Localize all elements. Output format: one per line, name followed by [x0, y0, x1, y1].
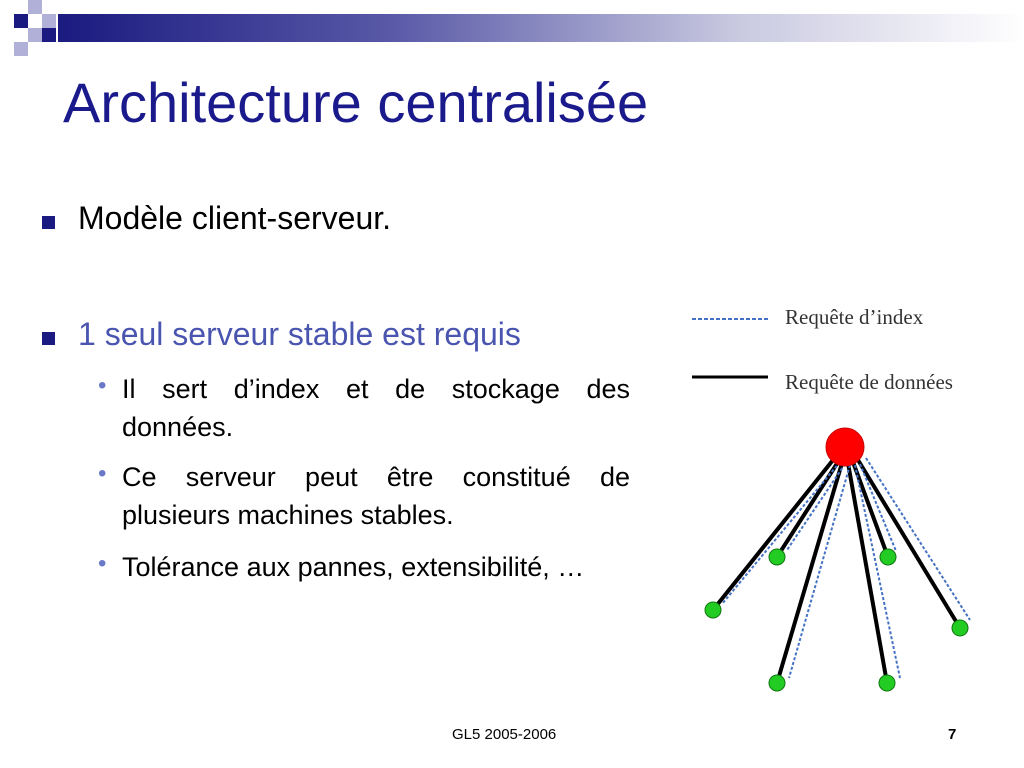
client-node-1 [704, 601, 722, 619]
deco-square-6 [14, 42, 28, 56]
data-line-3 [775, 462, 844, 684]
index-line-3 [788, 464, 851, 679]
footer-text: GL5 2005-2006 [452, 726, 557, 743]
bullet-square-2 [42, 332, 55, 345]
data-line-1 [711, 458, 835, 612]
sub-bullet-2: Ce serveur peut être constitué de plusie… [122, 462, 630, 530]
sub-bullet-dot-2: • [98, 460, 107, 487]
client-node-5 [768, 674, 786, 692]
data-line-5 [851, 461, 890, 558]
deco-square-2 [28, 0, 42, 14]
client-node-4 [951, 619, 969, 637]
data-line-6 [856, 458, 962, 630]
legend-index-label: Requête d’index [785, 305, 924, 329]
index-line-5 [859, 463, 897, 552]
sub-bullet-1: Il sert d’index et de stockage des donné… [122, 374, 630, 442]
index-line-2 [786, 463, 846, 551]
sub-bullet-dot-3: • [98, 550, 107, 577]
deco-square-4 [28, 28, 42, 42]
bullet-2-text: 1 seul serveur stable est requis [78, 316, 521, 352]
deco-square-3 [42, 14, 56, 28]
deco-square-5 [42, 28, 56, 42]
bullet-1-text: Modèle client-serveur. [78, 200, 392, 236]
client-node-2 [768, 548, 786, 566]
index-line-4 [854, 464, 901, 679]
bullet-square-1 [42, 216, 55, 229]
sub-bullet-3: Tolérance aux pannes, extensibilité, … [122, 552, 585, 582]
sub-bullet-dot-1: • [98, 372, 107, 399]
index-line-1 [721, 461, 841, 605]
data-line-2 [775, 460, 840, 559]
header-gradient-bar [58, 14, 1024, 42]
deco-square-1 [14, 14, 28, 28]
client-node-6 [878, 674, 896, 692]
client-node-3 [879, 548, 897, 566]
page-number: 7 [948, 726, 957, 743]
server-node [825, 427, 865, 467]
index-line-6 [865, 457, 971, 621]
legend-data-label: Requête de données [785, 370, 953, 394]
slide-title: Architecture centralisée [63, 71, 649, 134]
data-line-4 [846, 462, 889, 684]
